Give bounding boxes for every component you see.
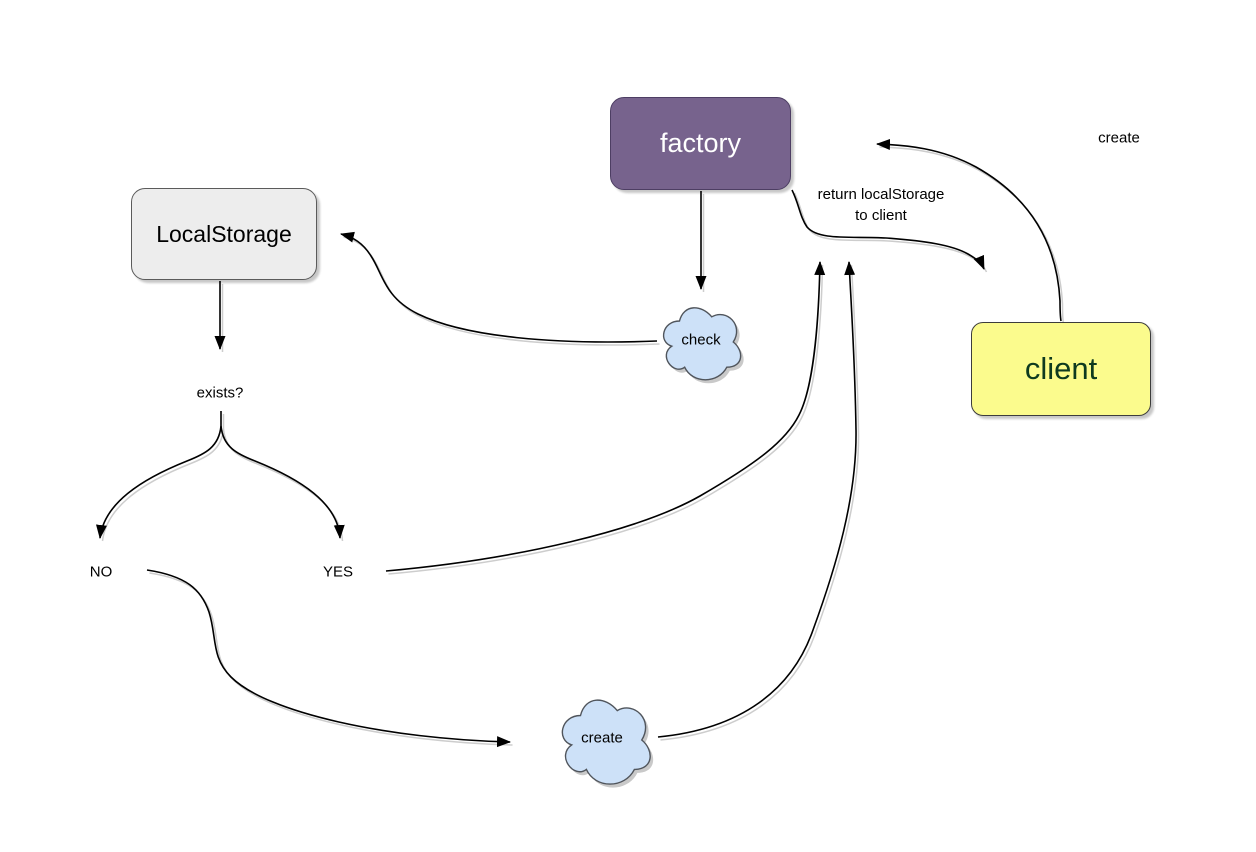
client-node: client	[971, 322, 1151, 416]
check-cloud-shape	[662, 307, 742, 381]
localstorage-node-label: LocalStorage	[156, 220, 292, 247]
factory-node-label: factory	[659, 128, 742, 158]
edge-check-to-localstorage	[340, 231, 658, 343]
edge-exists-to-no	[96, 425, 222, 539]
edge-create-cloud-to-factory	[657, 261, 857, 738]
no-branch-label: NO	[89, 563, 113, 581]
edge-yes-to-factory	[385, 261, 826, 572]
edges	[96, 138, 1062, 748]
create-cloud-shape	[561, 699, 651, 785]
return-localstorage-edge-label: return localStorage to client	[817, 186, 945, 224]
edge-no-to-create-cloud	[146, 569, 511, 748]
check-cloud-label: check	[681, 331, 721, 349]
edge-factory-return-to-client	[791, 189, 985, 270]
edge-client-create-to-factory	[876, 138, 1062, 322]
factory-node: factory	[610, 97, 791, 190]
exists-question-label: exists?	[196, 384, 244, 402]
client-node-label: client	[1024, 351, 1098, 386]
edge-exists-to-yes	[220, 425, 345, 539]
yes-branch-label: YES	[322, 563, 354, 581]
create-edge-label: create	[1098, 129, 1140, 147]
localstorage-node: LocalStorage	[131, 188, 317, 280]
create-cloud-label: create	[581, 729, 623, 747]
